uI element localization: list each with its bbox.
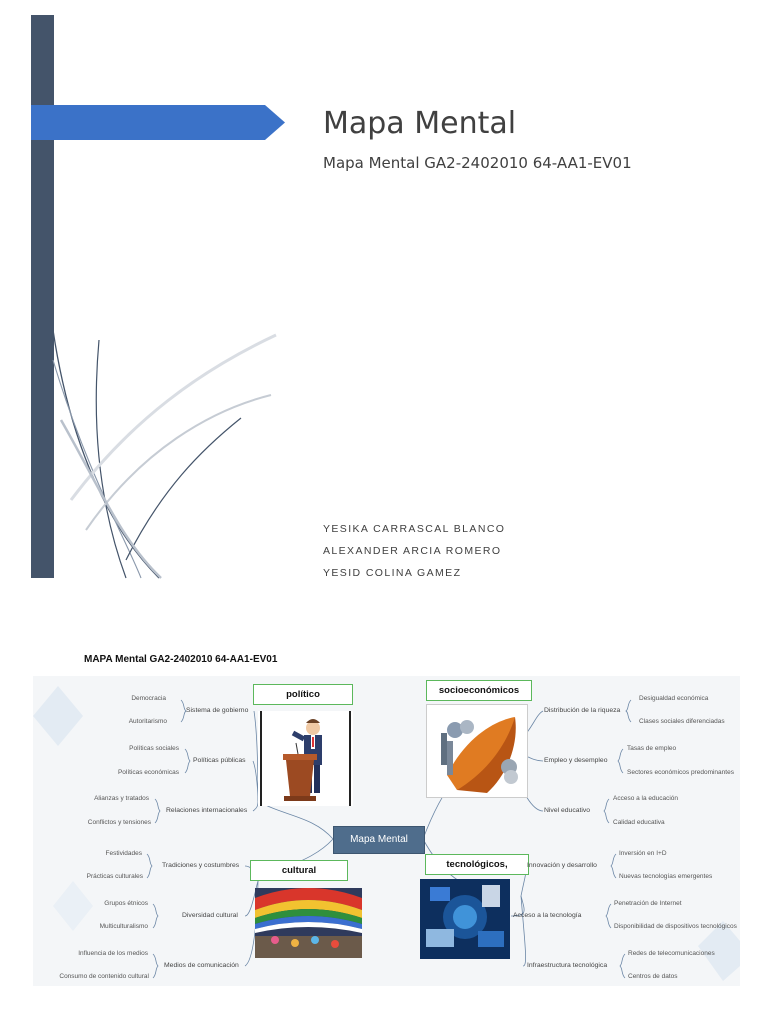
leaf-politicas-economicas: Políticas económicas <box>117 769 179 776</box>
leaf-democracia: Democracia <box>131 695 166 702</box>
cover-decorative-curves <box>52 329 277 579</box>
leaf-calidad-educativa: Calidad educativa <box>613 819 665 826</box>
branch-diversidad-cultural: Diversidad cultural <box>182 912 238 919</box>
leaf-tasas-empleo: Tasas de empleo <box>627 745 677 752</box>
author-list: YESIKA CARRASCAL BLANCO ALEXANDER ARCIA … <box>323 522 505 588</box>
branch-innovacion-desarrollo: Innovación y desarrollo <box>527 862 597 869</box>
branch-politicas-publicas: Políticas públicas <box>193 757 246 764</box>
leaf-nuevas-tecnologias: Nuevas tecnologías emergentes <box>619 873 713 880</box>
mindmap-connectors <box>33 686 740 981</box>
cover-subtitle: Mapa Mental GA2-2402010 64-AA1-EV01 <box>323 154 632 172</box>
mindmap-center-node: Mapa Mental <box>333 826 425 854</box>
mindmap-heading: MAPA Mental GA2-2402010 64-AA1-EV01 <box>84 654 278 665</box>
author-name: ALEXANDER ARCIA ROMERO <box>323 545 502 557</box>
leaf-practicas-culturales: Prácticas culturales <box>86 873 143 880</box>
leaf-acceso-educacion: Acceso a la educación <box>613 795 679 802</box>
leaf-autoritarismo: Autoritarismo <box>128 718 167 725</box>
author-name: YESID COLINA GAMEZ <box>323 567 462 579</box>
branch-infraestructura-tecnologica: Infraestructura tecnológica <box>527 962 608 969</box>
branch-sistema-gobierno: Sistema de gobierno <box>186 707 249 714</box>
leaf-redes-telecomunicaciones: Redes de telecomunicaciones <box>628 950 715 957</box>
leaf-multiculturalismo: Multiculturalismo <box>99 923 148 930</box>
leaf-grupos-etnicos: Grupos étnicos <box>104 900 148 907</box>
leaf-politicas-sociales: Políticas sociales <box>129 745 179 752</box>
podium-speaker-image <box>258 711 353 806</box>
branch-empleo-desempleo: Empleo y desempleo <box>544 757 608 764</box>
leaf-festividades: Festividades <box>105 850 143 857</box>
leaf-centros-datos: Centros de datos <box>628 973 678 980</box>
cover-title: Mapa Mental <box>323 106 517 141</box>
category-tecnologicos: tecnológicos, <box>425 854 529 875</box>
branch-tradiciones-costumbres: Tradiciones y costumbres <box>162 862 240 869</box>
category-socioeconomicos: socioeconómicos <box>426 680 532 701</box>
branch-acceso-tecnologia: Acceso a la tecnología <box>513 912 582 919</box>
cover-arrow-banner <box>31 105 285 140</box>
branch-medios-comunicacion: Medios de comunicación <box>164 962 239 969</box>
leaf-desigualdad-economica: Desigualdad económica <box>639 695 709 702</box>
mindmap-canvas: Mapa Mental político socioeconómicos cul… <box>33 676 740 986</box>
leaf-disponibilidad-dispositivos: Disponibilidad de dispositivos tecnológi… <box>614 923 737 930</box>
category-politico: político <box>253 684 353 705</box>
branch-nivel-educativo: Nivel educativo <box>544 807 591 814</box>
leaf-inversion-id: Inversión en I+D <box>619 850 667 857</box>
leaf-alianzas-tratados: Alianzas y tratados <box>94 795 149 802</box>
category-cultural: cultural <box>250 860 348 881</box>
flags-festival-image <box>255 888 362 958</box>
technology-collage-image <box>420 879 510 959</box>
leaf-penetracion-internet: Penetración de Internet <box>614 900 682 907</box>
leaf-sectores-economicos: Sectores económicos predominantes <box>627 769 734 776</box>
leaf-influencia-medios: Influencia de los medios <box>78 950 148 957</box>
leaf-conflictos-tensiones: Conflictos y tensiones <box>87 819 151 826</box>
branch-distribucion-riqueza: Distribución de la riqueza <box>544 707 621 714</box>
cover-side-bar <box>31 15 54 578</box>
author-name: YESIKA CARRASCAL BLANCO <box>323 523 506 535</box>
branch-relaciones-internacionales: Relaciones internacionales <box>166 807 248 814</box>
leaf-consumo-contenido: Consumo de contenido cultural <box>59 973 149 980</box>
leaf-clases-sociales: Clases sociales diferenciadas <box>639 718 725 725</box>
tools-rocket-image <box>426 704 528 798</box>
